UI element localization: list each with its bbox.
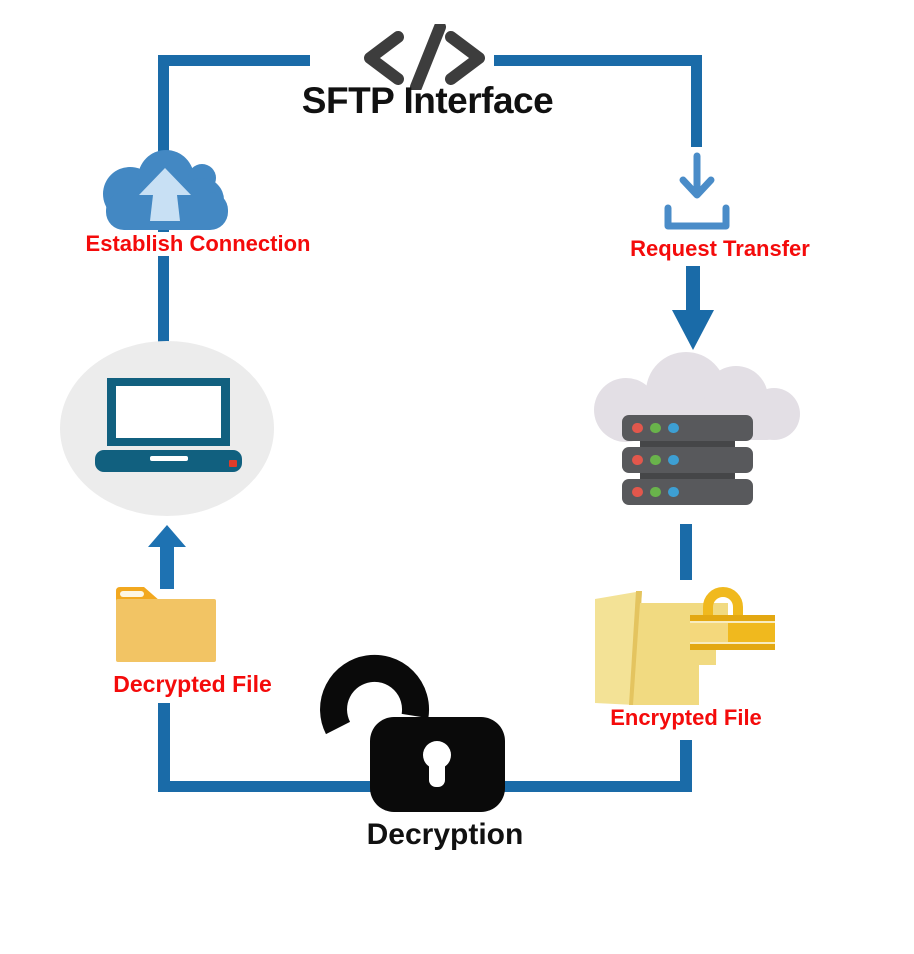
connector-right-upper	[691, 55, 702, 147]
server-rack-icon	[622, 415, 753, 505]
label-encrypted-file: Encrypted File	[610, 705, 762, 730]
label-decrypted-file: Decrypted File	[113, 671, 272, 697]
label-establish-connection: Establish Connection	[78, 231, 318, 257]
laptop-icon	[95, 378, 242, 472]
folder-locked-icon	[595, 587, 775, 705]
download-tray-icon	[664, 152, 730, 230]
connector-top-right	[494, 55, 702, 66]
arrow-down-icon	[672, 266, 714, 350]
connector-left-lower	[158, 703, 170, 792]
folder-icon	[116, 587, 216, 662]
connector-top-left	[158, 55, 310, 66]
code-icon	[364, 24, 485, 90]
label-request-transfer: Request Transfer	[630, 236, 810, 261]
connector-right-lower	[680, 740, 692, 792]
cloud-upload-icon	[103, 150, 228, 230]
arrow-up-icon	[148, 525, 186, 589]
label-decryption: Decryption	[366, 818, 524, 851]
open-padlock-icon	[320, 654, 505, 812]
diagram-title: SFTP Interface	[301, 80, 554, 121]
connector-right-middle	[680, 524, 692, 580]
